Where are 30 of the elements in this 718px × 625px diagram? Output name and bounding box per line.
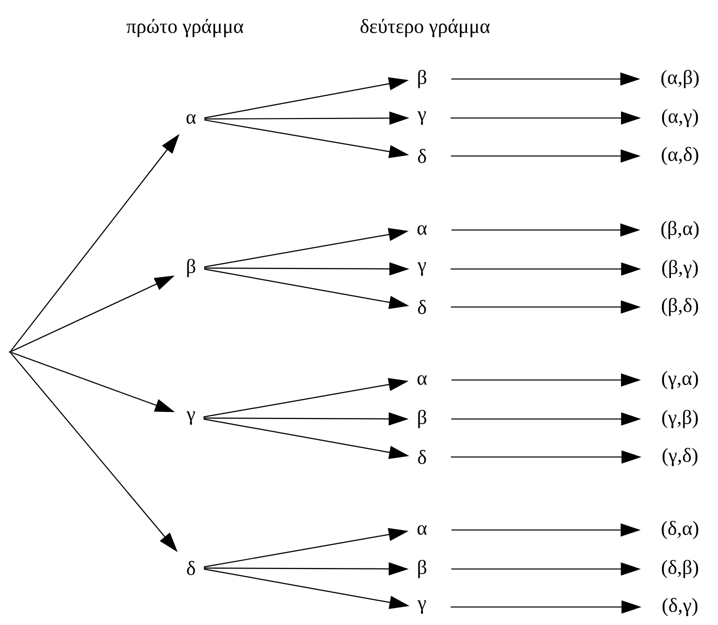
pair-label: (β,α) — [661, 220, 699, 240]
letter: γ — [418, 262, 426, 276]
letter: δ — [418, 300, 426, 314]
pair-label: (γ,β) — [662, 410, 698, 428]
pair-label: (α,δ) — [662, 146, 698, 166]
pair-label: (α,γ) — [662, 108, 698, 128]
letter: γ — [418, 111, 426, 125]
letter: β — [187, 258, 196, 278]
letter: β — [418, 410, 426, 428]
letter: γ — [418, 600, 426, 614]
letter: δ — [418, 148, 426, 164]
letter: α — [418, 375, 427, 385]
letter: α — [186, 114, 196, 124]
pair-label: (δ,γ) — [662, 598, 698, 616]
pair-label: (α,β) — [661, 70, 699, 88]
pair-label: (γ,δ) — [662, 448, 698, 466]
pair-label: (β,γ) — [662, 260, 698, 278]
pair-label: (β,δ) — [662, 298, 698, 316]
letter: δ — [187, 560, 195, 576]
pair-label: (δ,α) — [662, 520, 698, 540]
pair-label: (δ,β) — [662, 560, 698, 578]
letter: γ — [186, 411, 195, 425]
letter: β — [418, 70, 426, 88]
letter: α — [418, 525, 427, 535]
letter: β — [418, 560, 426, 578]
letter: α — [418, 225, 427, 235]
pair-label: (γ,α) — [662, 370, 698, 390]
column-heading: δεύτερο γράμμα — [360, 18, 490, 38]
letter: δ — [418, 450, 426, 464]
column-heading: πρώτο γράμμα — [126, 18, 244, 38]
